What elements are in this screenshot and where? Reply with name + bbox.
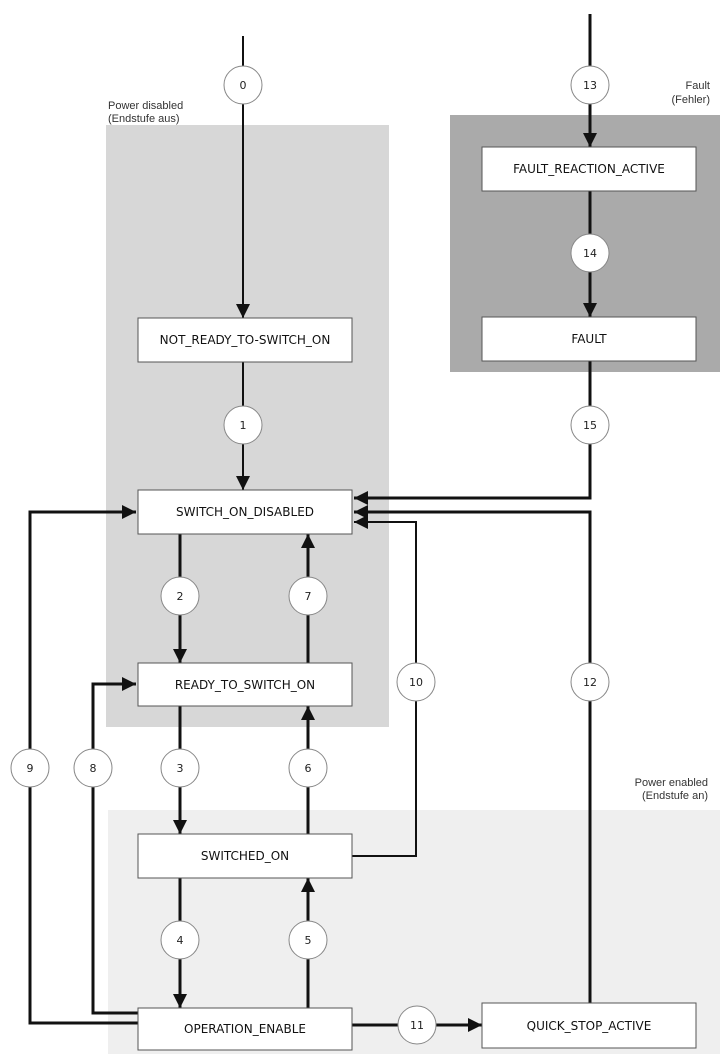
transition-8-label: 8 [90,762,97,775]
transition-9-label: 9 [27,762,34,775]
state-switch-on-disabled: SWITCH_ON_DISABLED [137,489,353,535]
state-ready-to-switch-on: READY_TO_SWITCH_ON [137,662,353,707]
state-fault-reaction-active: FAULT_REACTION_ACTIVE [481,146,697,192]
state-not-ready-to-switch-on: NOT_READY_TO-SWITCH_ON [137,317,353,363]
transition-1: 1 [223,405,263,445]
transition-12-label: 12 [583,676,597,689]
transition-12: 12 [570,662,610,702]
transition-10-label: 10 [409,676,423,689]
state-quick-stop-active: QUICK_STOP_ACTIVE [481,1002,697,1049]
transition-15-label: 15 [583,419,597,432]
state-switch-on-disabled-label: SWITCH_ON_DISABLED [176,505,314,519]
transition-3-label: 3 [177,762,184,775]
transition-11-label: 11 [410,1019,424,1032]
transition-15: 15 [570,405,610,445]
transition-line-8 [91,677,138,1015]
state-fault-reaction-active-label: FAULT_REACTION_ACTIVE [513,162,665,176]
transition-3: 3 [160,748,200,788]
transition-6: 6 [288,748,328,788]
fault-label-1: Fault [686,80,710,92]
transition-13-label: 13 [583,79,597,92]
state-switched-on-label: SWITCHED_ON [201,849,289,863]
state-fault: FAULT [481,316,697,362]
transition-11: 11 [397,1005,437,1045]
transition-14-label: 14 [583,247,597,260]
power-disabled-label-2: (Endstufe aus) [108,113,180,125]
transition-14: 14 [570,233,610,273]
fault-label-2: (Fehler) [671,94,710,106]
state-switched-on: SWITCHED_ON [137,833,353,879]
transition-2-label: 2 [177,590,184,603]
power-enabled-label-2: (Endstufe an) [642,790,708,802]
state-operation-enable-label: OPERATION_ENABLE [184,1022,306,1036]
state-fault-label: FAULT [571,332,607,346]
transition-0-label: 0 [240,79,247,92]
transition-4: 4 [160,920,200,960]
transition-13: 13 [570,65,610,105]
state-quick-stop-active-label: QUICK_STOP_ACTIVE [527,1019,652,1033]
transition-4-label: 4 [177,934,184,947]
power-enabled-label-1: Power enabled [635,777,708,789]
transition-10: 10 [396,662,436,702]
state-operation-enable: OPERATION_ENABLE [137,1007,353,1051]
state-not-ready-label: NOT_READY_TO-SWITCH_ON [160,333,331,347]
transition-line-15 [354,361,592,505]
transition-circles: 0 1 2 7 3 6 4 5 8 9 10 11 12 13 14 15 [10,65,610,1045]
power-disabled-label-1: Power disabled [108,100,183,112]
transition-9: 9 [10,748,50,788]
transition-8: 8 [73,748,113,788]
transition-5: 5 [288,920,328,960]
transition-line-12 [354,505,592,1003]
transition-1-label: 1 [240,419,247,432]
transition-7-label: 7 [305,590,312,603]
transition-6-label: 6 [305,762,312,775]
transition-2: 2 [160,576,200,616]
transition-7: 7 [288,576,328,616]
transition-0: 0 [223,65,263,105]
state-ready-to-switch-on-label: READY_TO_SWITCH_ON [175,678,315,692]
transition-5-label: 5 [305,934,312,947]
